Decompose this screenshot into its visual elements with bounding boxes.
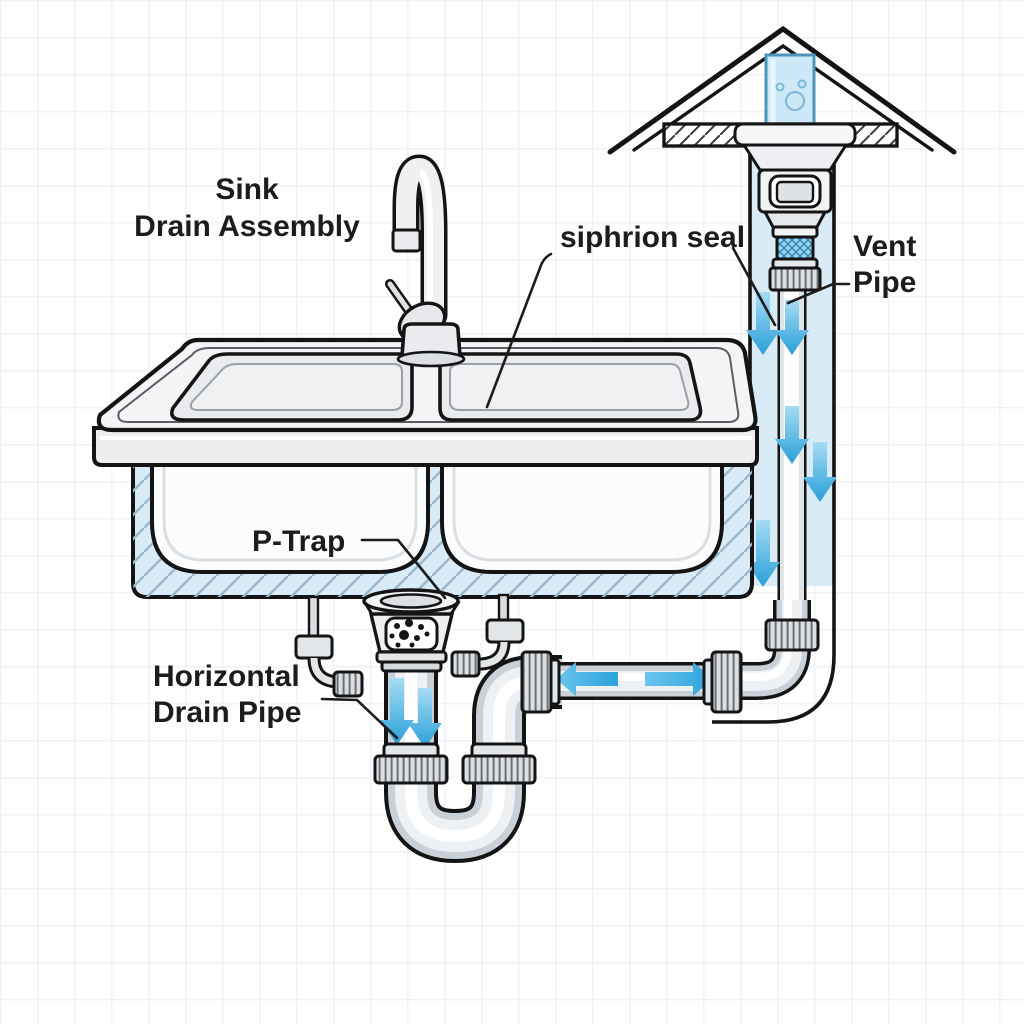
label-p-trap: P-Trap: [252, 525, 345, 558]
faucet: [385, 154, 466, 368]
label-horizontal-drain-line2: Drain Pipe: [153, 696, 301, 729]
strainer-opening: [379, 593, 443, 609]
supply-stub-right: [450, 593, 525, 678]
flow-arrow-down-icon: [746, 292, 780, 355]
label-vent-pipe-line1: Vent: [853, 230, 916, 263]
annotations: Sink Drain Assembly siphrion seal Vent P…: [134, 173, 916, 740]
vent-knurled-nut: [768, 266, 822, 292]
flow-arrow-down-icon: [775, 300, 809, 355]
strainer-assembly: [362, 588, 461, 673]
supply-hex-nut: [294, 634, 334, 660]
horizontal-drain-pipe: [540, 600, 811, 700]
right-basin-body-shading: [452, 461, 712, 562]
flow-arrow-left-icon: [556, 662, 618, 696]
left-basin-body-shading: [162, 461, 418, 562]
bubble-icon: [797, 79, 807, 89]
vent-assembly: [733, 122, 857, 270]
riser-coupling-nut: [764, 618, 820, 652]
vent-stack-above-roof: [764, 53, 816, 129]
sink-cross-section: [131, 461, 754, 599]
siphon-seal-leader-line-2: [731, 246, 777, 327]
sink: [92, 337, 759, 599]
trap-arm-slip-nut: [461, 754, 537, 785]
bubble-icon: [775, 82, 785, 92]
supply-cap-nut: [450, 650, 481, 678]
siphon-seal-leader-line: [485, 252, 553, 409]
faucet-neck-highlight: [418, 169, 433, 313]
horizontal-drain-leader-line: [320, 697, 399, 740]
vent-taper: [762, 210, 828, 229]
sink-apron: [92, 426, 759, 467]
p-trap-assembly: [384, 655, 562, 864]
supply-rod: [307, 595, 320, 641]
cavity-right-line: [712, 146, 836, 724]
right-basin-body: [440, 461, 724, 574]
supply-elbow: [474, 641, 508, 668]
vent-flow-arrows: [746, 292, 837, 587]
vent-funnel: [741, 143, 849, 172]
flow-arrow-down-icon: [775, 406, 809, 464]
horizontal-right-slip-nut: [710, 650, 743, 714]
vent-window-inner: [775, 180, 815, 204]
label-siphon-seal: siphrion seal: [560, 221, 745, 254]
diagram-title-line2: Drain Assembly: [134, 210, 360, 243]
supply-stub-left: [294, 595, 364, 698]
flow-arrow-down-icon: [408, 688, 442, 748]
countertop-rim-line: [117, 347, 740, 423]
vent-mesh-ring: [775, 235, 815, 261]
flow-arrow-down-icon: [746, 520, 780, 587]
horizontal-left-slip-nut: [520, 650, 553, 714]
right-basin-opening: [438, 352, 703, 422]
roof-gable-outer: [607, 25, 957, 155]
tailpiece-slip-nut: [373, 754, 449, 785]
diagram-title-line1: Sink: [215, 173, 279, 206]
vent-flashing-flange: [733, 122, 857, 147]
vent-pipe-leader-line: [786, 282, 851, 305]
label-vent-pipe-line2: Pipe: [853, 266, 916, 299]
supply-hex-nut: [485, 618, 525, 644]
left-basin-opening: [170, 352, 414, 422]
bubble-icon: [785, 91, 805, 111]
label-horizontal-drain-line1: Horizontal: [153, 660, 300, 693]
strainer-perforations: [389, 619, 430, 648]
left-basin-body: [150, 461, 430, 574]
fittings: [373, 618, 820, 785]
faucet-base-plate: [396, 350, 466, 368]
roof-gable-inner: [632, 43, 934, 152]
flow-arrow-right-icon: [645, 662, 713, 696]
faucet-spout-tip: [391, 228, 422, 253]
p-trap-leader-line: [360, 538, 447, 600]
flow-arrow-down-icon: [803, 442, 837, 502]
strainer-ring-2: [380, 660, 443, 673]
supply-cap-nut: [332, 670, 364, 698]
faucet-neck: [396, 157, 444, 325]
